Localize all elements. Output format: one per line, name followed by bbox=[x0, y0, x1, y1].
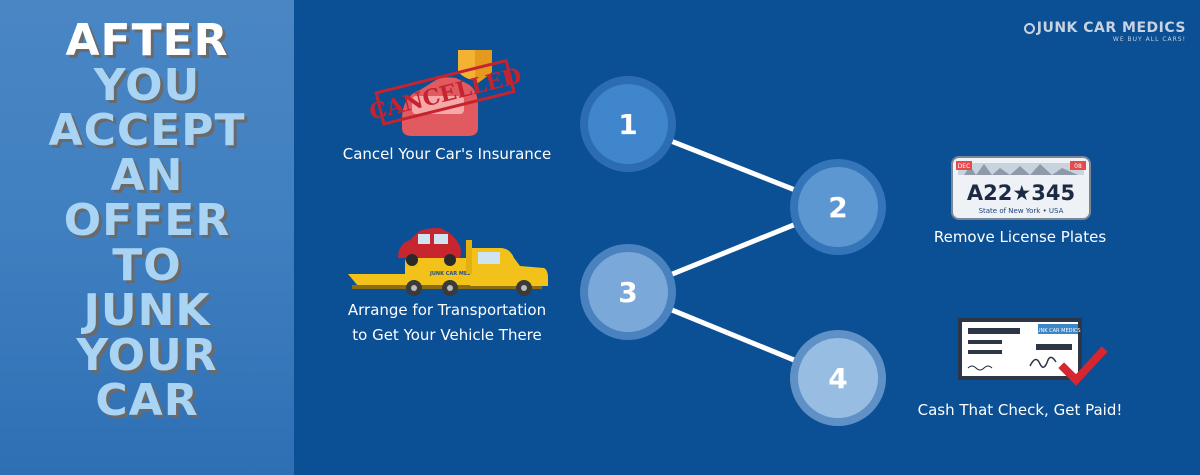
step-1-node: 1 bbox=[580, 76, 676, 172]
headline-word: AN bbox=[110, 150, 184, 201]
logo-icon bbox=[1023, 23, 1035, 34]
plate-number: A22★345 bbox=[967, 181, 1075, 205]
truck-brand: JUNK CAR MEDICS bbox=[429, 271, 481, 277]
plate-state: State of New York • USA bbox=[979, 207, 1064, 215]
plate-right-tag: 08 bbox=[1074, 163, 1082, 170]
headline-word: YOU bbox=[93, 60, 201, 111]
step-1-number: 1 bbox=[618, 108, 637, 141]
check-icon: JUNK CAR MEDICS bbox=[958, 318, 1108, 386]
headline-word: TO bbox=[112, 240, 182, 291]
headline: AFTER YOU ACCEPT AN OFFER TO JUNK YOUR C… bbox=[0, 18, 294, 423]
step-4-node: 4 bbox=[790, 330, 886, 426]
step-4-label: Cash That Check, Get Paid! bbox=[917, 401, 1123, 419]
headline-panel: AFTER YOU ACCEPT AN OFFER TO JUNK YOUR C… bbox=[0, 0, 294, 475]
check-brand: JUNK CAR MEDICS bbox=[1034, 328, 1080, 334]
plate-left-tag: DEC bbox=[958, 163, 971, 170]
headline-word: YOUR bbox=[76, 330, 218, 381]
brand-logo: JUNK CAR MEDICS WE BUY ALL CARS! bbox=[1023, 20, 1186, 43]
cancelled-car-icon: CANCELLED bbox=[367, 50, 524, 136]
headline-word: OFFER bbox=[63, 195, 231, 246]
step-2-number: 2 bbox=[828, 191, 847, 224]
logo-tagline: WE BUY ALL CARS! bbox=[1112, 36, 1186, 43]
step-3-label-line2: to Get Your Vehicle There bbox=[352, 326, 542, 344]
step-1-label: Cancel Your Car's Insurance bbox=[342, 145, 552, 163]
step-2-label: Remove License Plates bbox=[933, 228, 1107, 246]
headline-word: ACCEPT bbox=[48, 105, 246, 156]
step-4-number: 4 bbox=[828, 362, 847, 395]
headline-first-word: AFTER bbox=[65, 15, 229, 66]
headline-word: CAR bbox=[95, 375, 199, 426]
step-3-number: 3 bbox=[618, 276, 637, 309]
step-2-node: 2 bbox=[790, 159, 886, 255]
step-3-label-line1: Arrange for Transportation bbox=[347, 301, 547, 319]
logo-name: JUNK CAR MEDICS bbox=[1036, 20, 1186, 36]
step-3-node: 3 bbox=[580, 244, 676, 340]
step-3-label: Arrange for Transportation to Get Your V… bbox=[334, 298, 560, 348]
headline-word: JUNK bbox=[83, 285, 211, 336]
license-plate-icon: DEC 08 A22★345 State of New York • USA bbox=[951, 156, 1091, 220]
tow-truck-icon: JUNK CAR MEDICS bbox=[348, 228, 548, 296]
